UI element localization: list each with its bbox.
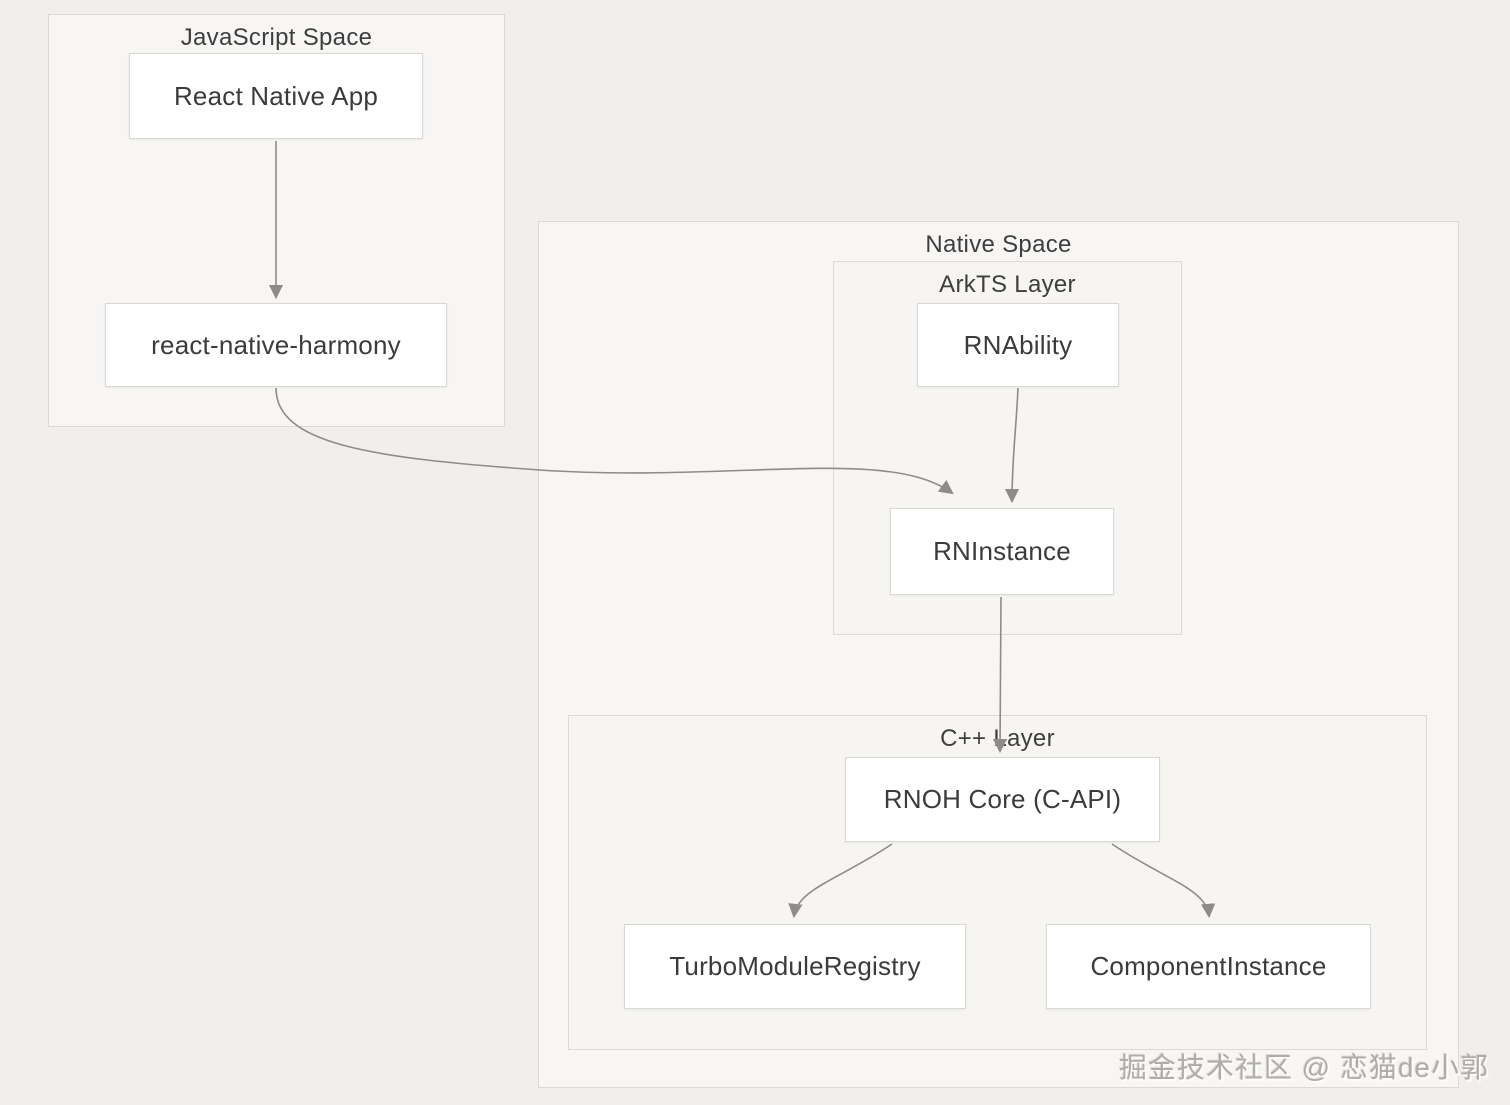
node-react-native-harmony: react-native-harmony <box>105 303 447 387</box>
node-rninstance: RNInstance <box>890 508 1114 595</box>
group-native-space-title: Native Space <box>925 231 1072 258</box>
node-rnoh-core: RNOH Core (C-API) <box>845 757 1160 842</box>
node-react-native-app: React Native App <box>129 53 423 139</box>
node-component-instance: ComponentInstance <box>1046 924 1371 1009</box>
node-turbo-module-registry: TurboModuleRegistry <box>624 924 966 1009</box>
group-cpp-layer-title: C++ Layer <box>940 725 1055 752</box>
watermark: 掘金技术社区 @ 恋猫de小郭 <box>1118 1052 1489 1083</box>
group-arkts-layer-title: ArkTS Layer <box>939 271 1076 298</box>
group-javascript-space-title: JavaScript Space <box>180 24 373 51</box>
node-rnability: RNAbility <box>917 303 1119 387</box>
